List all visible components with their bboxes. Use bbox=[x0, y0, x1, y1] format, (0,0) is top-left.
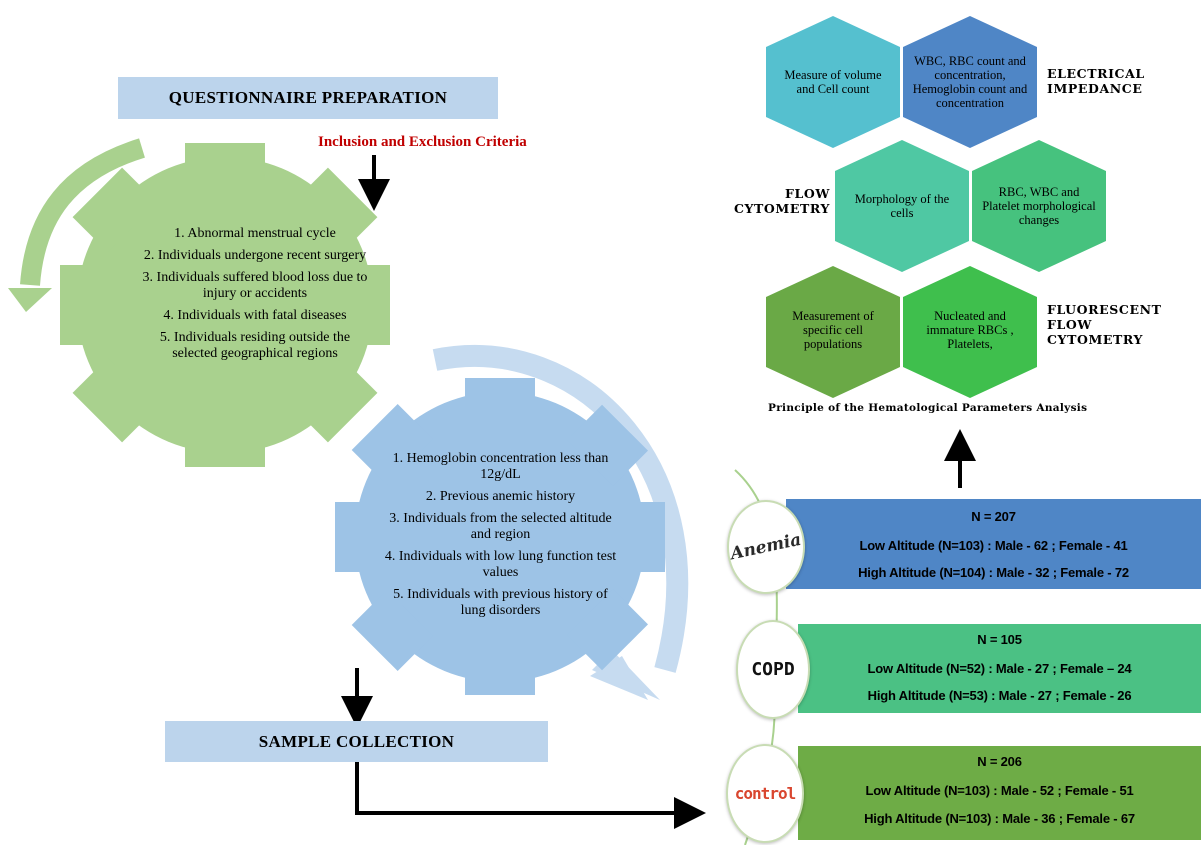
group-low-altitude: Low Altitude (N=103) : Male - 62 ; Femal… bbox=[859, 538, 1128, 553]
electrical-impedance-label: ELECTRICAL IMPEDANCE bbox=[1047, 66, 1145, 96]
group-high-altitude: High Altitude (N=53) : Male - 27 ; Femal… bbox=[867, 688, 1132, 703]
inclusion-criteria-list: 1. Hemoglobin concentration less than 12… bbox=[383, 451, 618, 625]
list-item: 5. Individuals with previous history of … bbox=[393, 587, 608, 618]
anemia-logo: Anemia bbox=[727, 500, 805, 594]
group-high-altitude: High Altitude (N=104) : Male - 32 ; Fema… bbox=[858, 565, 1129, 580]
control-logo-text: control bbox=[734, 784, 796, 803]
hex-platelet-text: RBC, WBC and Platelet morphological chan… bbox=[982, 185, 1096, 227]
green-curved-arrow bbox=[20, 138, 145, 286]
list-item: 4. Individuals with fatal diseases bbox=[163, 308, 347, 323]
hex-nucleated bbox=[903, 266, 1037, 398]
copd-logo: COPD bbox=[736, 620, 810, 719]
list-item: 5. Individuals residing outside the sele… bbox=[159, 330, 351, 361]
hex-platelet bbox=[972, 140, 1106, 272]
list-item: 3. Individuals from the selected altitud… bbox=[389, 511, 612, 542]
hexagon-grid bbox=[766, 16, 1106, 398]
hex-wbc-rbc bbox=[903, 16, 1037, 148]
anemia-logo-text: Anemia bbox=[728, 529, 804, 565]
inclusion-gear bbox=[335, 378, 665, 695]
hex-wbc-rbc-text: WBC, RBC count and concentration, Hemogl… bbox=[912, 54, 1028, 110]
list-item: 3. Individuals suffered blood loss due t… bbox=[142, 270, 368, 301]
flow-cytometry-label: FLOW CYTOMETRY bbox=[733, 186, 830, 216]
list-item: 2. Previous anemic history bbox=[425, 489, 576, 504]
hex-nucleated-text: Nucleated and immature RBCs , Platelets, bbox=[926, 309, 1014, 351]
group-n: N = 206 bbox=[977, 754, 1022, 769]
group-low-altitude: Low Altitude (N=103) : Male - 52 ; Femal… bbox=[865, 783, 1134, 798]
elbow-arrow bbox=[355, 762, 706, 829]
list-item: 2. Individuals undergone recent surgery bbox=[143, 248, 367, 263]
group-n: N = 105 bbox=[977, 632, 1022, 647]
hex-specific-text: Measurement of specific cell populations bbox=[792, 309, 874, 351]
exclusion-criteria-list: 1. Abnormal menstrual cycle 2. Individua… bbox=[140, 226, 370, 368]
control-logo: control bbox=[726, 744, 804, 843]
hex-volume bbox=[766, 16, 900, 148]
green-arrowhead bbox=[8, 288, 52, 312]
group-bar-copd: N = 105 Low Altitude (N=52) : Male - 27 … bbox=[798, 624, 1201, 713]
group-high-altitude: High Altitude (N=103) : Male - 36 ; Fema… bbox=[864, 811, 1135, 826]
hex-morphology-text: Morphology of the cells bbox=[854, 192, 950, 220]
hex-morphology bbox=[835, 140, 969, 272]
list-item: 4. Individuals with low lung function te… bbox=[384, 549, 617, 580]
group-low-altitude: Low Altitude (N=52) : Male - 27 ; Female… bbox=[867, 661, 1132, 676]
hex-volume-text: Measure of volume and Cell count bbox=[784, 68, 882, 96]
list-item: 1. Hemoglobin concentration less than 12… bbox=[392, 451, 609, 482]
copd-logo-text: COPD bbox=[751, 659, 795, 680]
exclusion-gear bbox=[60, 143, 390, 467]
questionnaire-title: QUESTIONNAIRE PREPARATION bbox=[118, 77, 498, 119]
group-bar-control: N = 206 Low Altitude (N=103) : Male - 52… bbox=[798, 746, 1201, 840]
criteria-heading: Inclusion and Exclusion Criteria bbox=[318, 134, 527, 150]
analysis-caption: Principle of the Hematological Parameter… bbox=[768, 402, 1088, 414]
fluorescent-flow-label: FLUORESCENT FLOW CYTOMETRY bbox=[1047, 302, 1162, 347]
hex-specific bbox=[766, 266, 900, 398]
group-n: N = 207 bbox=[971, 509, 1016, 524]
list-item: 1. Abnormal menstrual cycle bbox=[174, 226, 336, 241]
sample-collection-title: SAMPLE COLLECTION bbox=[165, 721, 548, 762]
group-bar-anemia: N = 207 Low Altitude (N=103) : Male - 62… bbox=[786, 499, 1201, 589]
